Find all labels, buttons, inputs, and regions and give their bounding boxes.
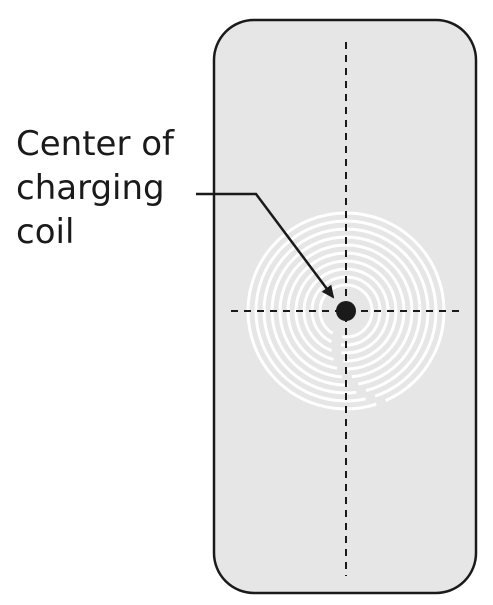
coil-ring [254,219,438,403]
coil-ring [278,243,414,379]
callout-label-line-3: coil [16,212,74,252]
callout-label-line-2: charging [16,168,165,208]
callout-label-line-1: Center of [16,124,175,164]
coil-center-dot [336,301,356,321]
callout-arrow [196,192,335,299]
coil-ring [318,283,374,339]
